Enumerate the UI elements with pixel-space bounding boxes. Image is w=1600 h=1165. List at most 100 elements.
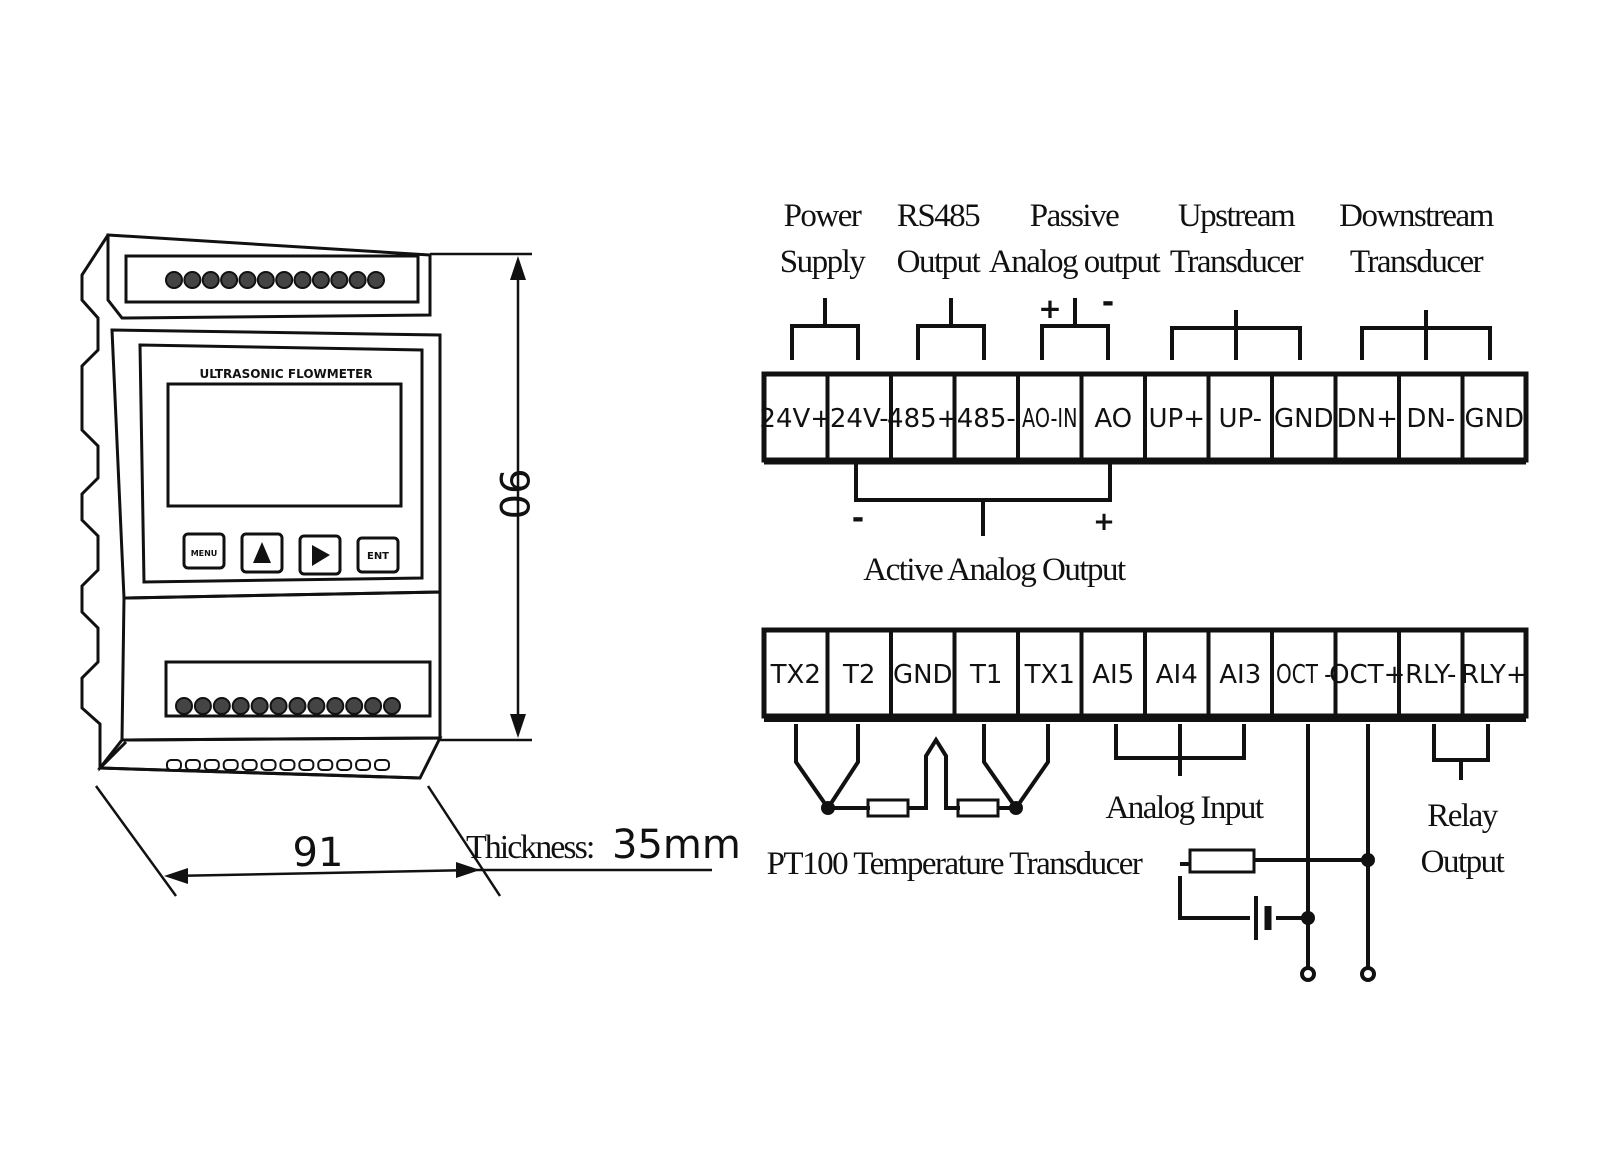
top-terminal-label: 485- (957, 404, 1016, 434)
upstream-label-1: Upstream (1178, 198, 1296, 234)
base-slot (336, 759, 353, 771)
passive-minus: - (1102, 285, 1114, 320)
bottom-terminal-label: AI3 (1219, 660, 1261, 690)
base-slots (166, 759, 390, 771)
top-terminal-label: 24V- (830, 404, 889, 434)
terminal-screw (383, 697, 401, 715)
terminal-screw (275, 271, 294, 289)
top-terminal-label: GND (1274, 404, 1334, 434)
power-supply-label-1: Power (784, 198, 862, 234)
bottom-terminal-label: GND (893, 660, 953, 690)
terminal-screw (293, 271, 312, 289)
terminal-screw (330, 271, 349, 289)
downstream-bracket (1360, 310, 1492, 360)
passive-label-2: Analog output (989, 244, 1161, 280)
bottom-terminal-label: TX2 (770, 660, 821, 690)
terminal-screw (326, 697, 345, 715)
pt100-wiring (794, 724, 1050, 818)
terminal-screw (165, 271, 183, 289)
bottom-terminal-label: OCT+ (1329, 660, 1405, 690)
up-button (240, 532, 284, 574)
top-terminal-label: DN+ (1337, 404, 1398, 434)
base-slot (184, 759, 201, 771)
passive-label-1: Passive (1030, 198, 1119, 234)
bottom-terminal-label: OCT - (1276, 660, 1332, 690)
lcd-display (166, 382, 403, 508)
panel-buttons: MENU ENT (182, 532, 400, 576)
device-side-profile (80, 234, 128, 772)
rs485-label-2: Output (897, 244, 981, 280)
base-slot (298, 759, 315, 771)
enter-button: ENT (356, 536, 400, 574)
width-dimension-line (169, 868, 475, 878)
passive-plus: + (1038, 292, 1061, 325)
active-output-label: Active Analog Output (863, 552, 1126, 588)
rs485-label-1: RS485 (897, 198, 980, 234)
active-output-minus: - (852, 501, 864, 536)
terminal-screw (367, 271, 385, 289)
terminal-screw (238, 271, 257, 289)
base-slot (260, 759, 277, 771)
menu-button: MENU (182, 532, 226, 570)
panel-title: ULTRASONIC FLOWMETER (199, 367, 372, 381)
bottom-terminal-label: AI4 (1156, 660, 1198, 690)
relay-label-2: Output (1421, 844, 1505, 880)
terminal-screw (201, 271, 220, 289)
thickness-value: 35mm (612, 822, 741, 868)
top-screws (165, 271, 385, 289)
top-terminal-label: 485+ (887, 404, 958, 434)
top-terminal-label: 24V+ (759, 404, 832, 434)
thickness-label: Thickness: (466, 829, 593, 866)
base-slot (317, 759, 334, 771)
battery-icon (1254, 896, 1272, 940)
terminal-screw (183, 271, 202, 289)
bottom-terminal-label: RLY- (1405, 660, 1456, 690)
dimension-arrows (164, 256, 526, 884)
terminal-screw (193, 697, 212, 715)
terminal-screw (345, 697, 364, 715)
terminal-screw (256, 271, 275, 289)
base-slot (166, 759, 182, 771)
base-slot (203, 759, 220, 771)
passive-bracket (1040, 298, 1110, 360)
pt100-label: PT100 Temperature Transducer (767, 846, 1143, 882)
height-dimension: 90 (490, 469, 536, 520)
pt100-resistor-1 (866, 798, 910, 818)
downstream-label-1: Downstream (1339, 198, 1494, 234)
pt100-junctions (821, 801, 1023, 815)
top-brackets (790, 298, 1492, 360)
terminal-screw (288, 697, 307, 715)
top-terminal-label: GND (1464, 404, 1524, 434)
top-terminal-block (106, 233, 432, 320)
top-terminal-strip (124, 254, 420, 304)
terminal-screw (311, 271, 330, 289)
power-supply-label-2: Supply (780, 244, 867, 280)
bottom-terminal-label: T2 (842, 660, 875, 690)
terminal-screw (175, 697, 193, 715)
base-slot (279, 759, 296, 771)
base-slot (222, 759, 239, 771)
terminal-screw (269, 697, 288, 715)
flowmeter-device (80, 233, 443, 780)
top-terminal-label: UP+ (1149, 404, 1206, 434)
device-base-edge (99, 766, 421, 780)
base-slot (374, 759, 390, 771)
top-terminal-label: DN- (1406, 404, 1455, 434)
oct-wiring (1178, 724, 1370, 968)
top-terminal-label: UP- (1218, 404, 1262, 434)
front-panel-inner (138, 343, 424, 584)
active-output-bracket (854, 464, 1112, 536)
relay-bracket (1432, 724, 1490, 780)
up-arrow-icon (253, 542, 271, 563)
analog-input-label: Analog Input (1105, 790, 1263, 826)
oct-output-terminals (1300, 966, 1376, 982)
top-terminal-label: AO-IN (1022, 404, 1078, 434)
bottom-terminal-label: AI5 (1092, 660, 1134, 690)
svg-text:ENT: ENT (367, 551, 389, 562)
bottom-terminal-label: T1 (969, 660, 1002, 690)
downstream-label-2: Transducer (1350, 244, 1484, 280)
oct-resistor (1188, 848, 1256, 874)
